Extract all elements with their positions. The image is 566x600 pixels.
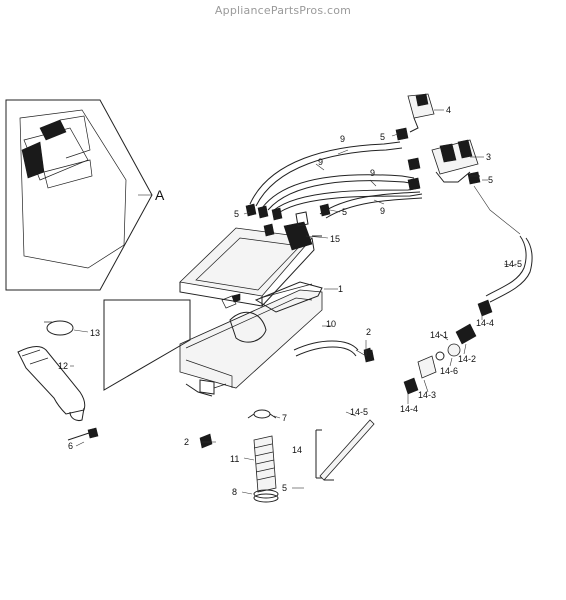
inset-label: A — [155, 187, 165, 203]
drawer-tray — [179, 281, 323, 397]
part-11-drain-pipe — [253, 435, 277, 493]
callout-14-2: 14-2 — [458, 354, 476, 364]
part-3-valve-assembly — [431, 139, 480, 183]
part-4-valve — [407, 93, 435, 133]
part-2-clip-left — [199, 433, 213, 449]
callout-9-d: 9 — [380, 206, 385, 216]
part-8-clamp — [253, 489, 279, 503]
callout-10: 10 — [326, 319, 336, 329]
callout-3: 3 — [486, 152, 491, 162]
callout-labels: 1 2 2 3 4 5 5 5 5 5 6 7 8 9 9 9 9 10 11 … — [58, 105, 522, 497]
callout-9-c: 9 — [370, 168, 375, 178]
left-parts-group — [17, 299, 191, 441]
callout-6: 6 — [68, 441, 73, 451]
hose-10 — [293, 340, 375, 363]
site-watermark: AppliancePartsPros.com — [214, 4, 352, 17]
callout-9-b: 9 — [318, 157, 323, 167]
callout-5-c: 5 — [342, 207, 347, 217]
callout-5-a: 5 — [380, 132, 385, 142]
callout-14: 14 — [292, 445, 302, 455]
callout-5-b: 5 — [234, 209, 239, 219]
callout-2-right: 2 — [366, 327, 371, 337]
inlet-hoses — [249, 141, 423, 219]
callout-1: 1 — [338, 284, 343, 294]
pump-fittings-14 — [403, 299, 493, 395]
callout-2-left: 2 — [184, 437, 189, 447]
callout-14-5-lower: 14-5 — [350, 407, 368, 417]
part-15-valve — [283, 211, 322, 251]
callout-15: 15 — [330, 234, 340, 244]
leader-lines — [70, 109, 517, 495]
hose-14-5-upper — [473, 185, 533, 303]
callout-9-a: 9 — [340, 134, 345, 144]
callout-12: 12 — [58, 361, 68, 371]
callout-7: 7 — [282, 413, 287, 423]
callout-14-5-upper: 14-5 — [504, 259, 522, 269]
callout-14-4-upper: 14-4 — [476, 318, 494, 328]
callout-14-6: 14-6 — [440, 366, 458, 376]
part-7-clip — [247, 409, 277, 419]
callout-4: 4 — [446, 105, 451, 115]
callout-14-4-lower: 14-4 — [400, 404, 418, 414]
callout-11: 11 — [230, 454, 239, 464]
inset-detail-a: A — [5, 99, 165, 291]
part-14-bracket — [315, 429, 322, 479]
callout-8: 8 — [232, 487, 237, 497]
hose-14 — [319, 419, 375, 481]
callout-14-1: 14-1 — [430, 330, 448, 340]
callout-5-d: 5 — [488, 175, 493, 185]
callout-5-e: 5 — [282, 483, 287, 493]
callout-14-3: 14-3 — [418, 390, 436, 400]
hose-clamps — [245, 127, 481, 237]
callout-13: 13 — [90, 328, 100, 338]
